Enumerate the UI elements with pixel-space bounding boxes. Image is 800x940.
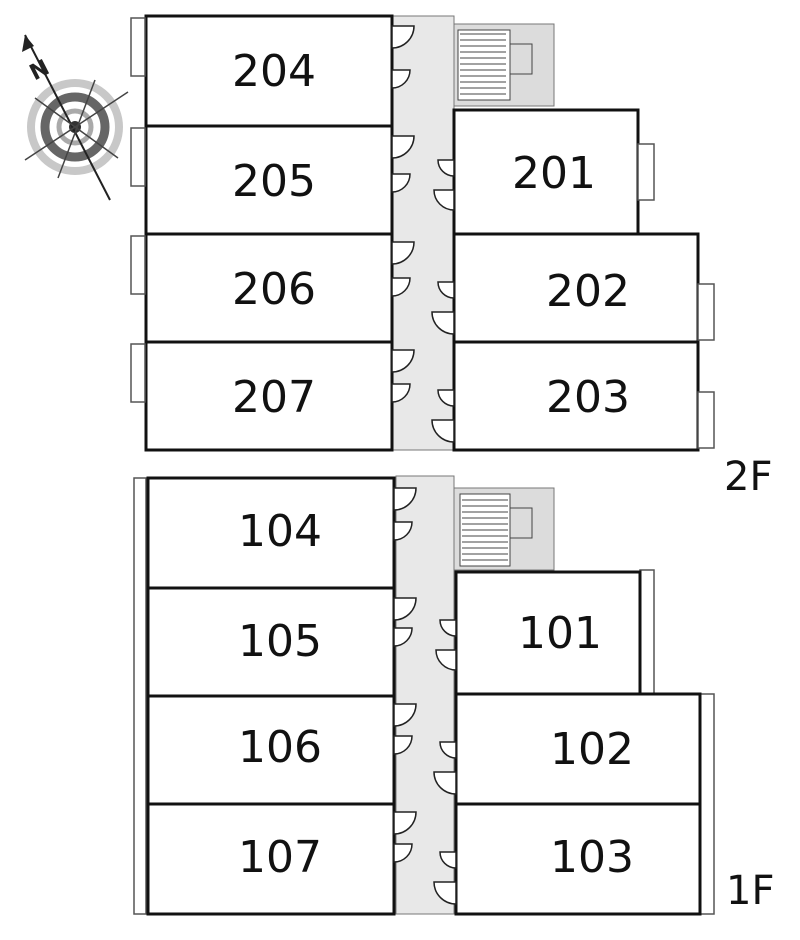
stairs-1f-icon [453, 487, 555, 571]
unit-207 [144, 340, 394, 452]
unit-label-106: 106 [238, 722, 322, 773]
unit-103 [454, 802, 702, 916]
unit-104 [146, 476, 396, 590]
compass: N [22, 34, 129, 201]
doors-2f-right [431, 159, 455, 443]
unit-204 [144, 14, 394, 128]
unit-label-107: 107 [238, 832, 322, 883]
floor-2f: 204 205 206 207 201 202 203 2F [130, 14, 772, 500]
unit-label-105: 105 [238, 616, 322, 667]
floor-label-2f: 2F [724, 454, 772, 500]
unit-label-205: 205 [232, 156, 316, 207]
unit-label-207: 207 [232, 372, 316, 423]
corridor-1f [395, 475, 455, 915]
corridor-2f [391, 15, 455, 451]
unit-label-203: 203 [546, 372, 630, 423]
unit-202 [452, 232, 700, 344]
doors-2f-left [391, 25, 415, 403]
unit-201 [452, 108, 640, 236]
balcony-1f-right [699, 693, 715, 915]
unit-label-206: 206 [232, 264, 316, 315]
unit-label-101: 101 [518, 608, 602, 659]
doors-1f-right [433, 619, 457, 905]
unit-label-201: 201 [512, 148, 596, 199]
stairs-2f-icon [453, 23, 555, 107]
unit-label-103: 103 [550, 832, 634, 883]
unit-label-204: 204 [232, 46, 316, 97]
floor-1f: 104 105 106 107 101 102 103 1F [133, 475, 774, 916]
unit-105 [146, 586, 396, 698]
unit-102 [454, 692, 702, 806]
floor-label-1f: 1F [726, 868, 774, 914]
unit-label-202: 202 [546, 266, 630, 317]
unit-107 [146, 802, 396, 916]
balcony-101 [639, 569, 655, 695]
compass-rose-icon [22, 34, 129, 201]
doors-1f-left [393, 487, 417, 863]
unit-label-104: 104 [238, 506, 322, 557]
unit-label-102: 102 [550, 724, 634, 775]
balcony-1f-left [133, 477, 147, 915]
windows-2f [130, 17, 715, 449]
